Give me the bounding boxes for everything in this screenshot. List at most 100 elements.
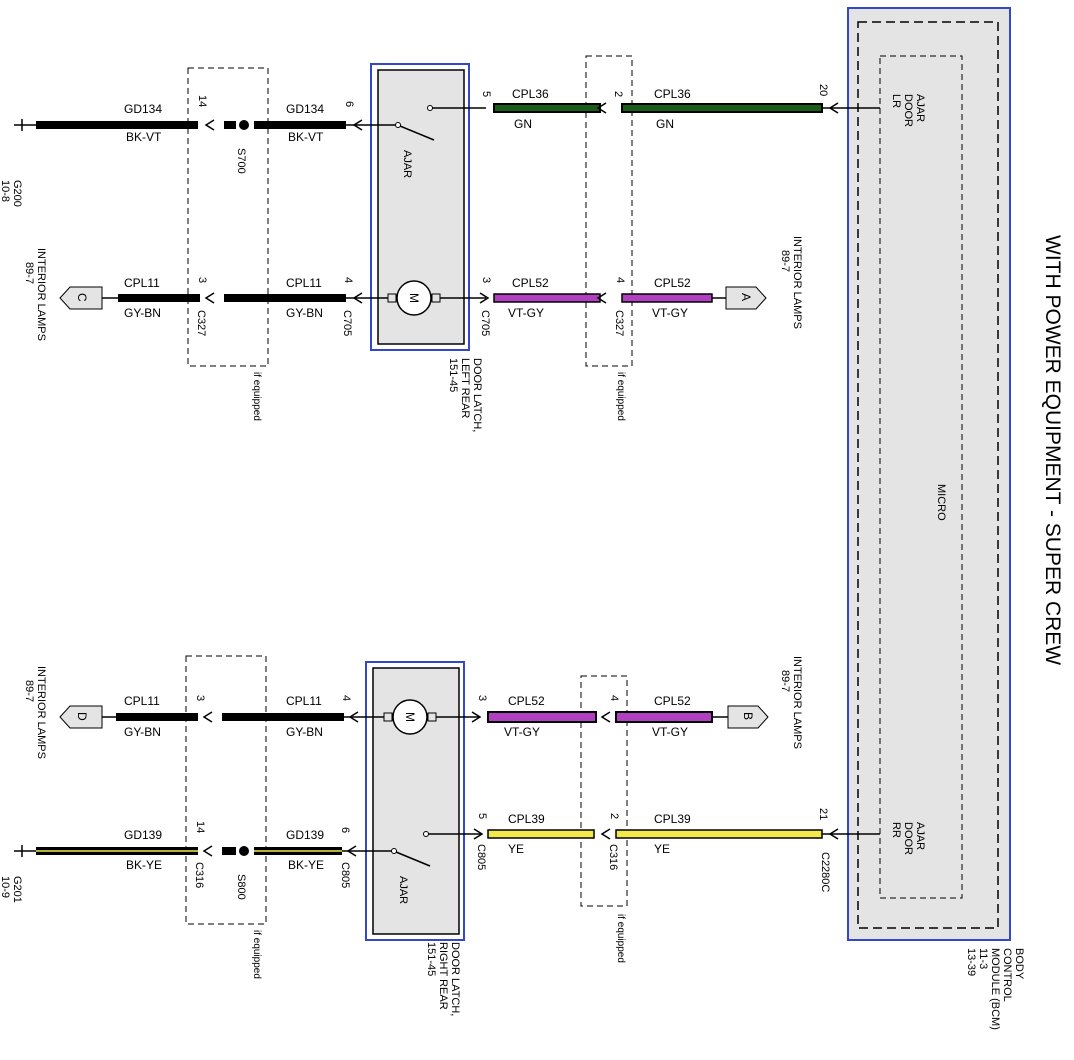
svg-text:10-9: 10-9 xyxy=(0,876,11,898)
rr-wire8-color: YE xyxy=(654,842,670,856)
right-rear-ajar-label: AJAR xyxy=(397,876,409,904)
rr-wire5-circuit: GD139 xyxy=(124,828,162,842)
lr-wire2-color: BK-VT xyxy=(288,130,324,144)
svg-text:89-7: 89-7 xyxy=(779,250,791,272)
svg-text:151-45: 151-45 xyxy=(425,942,437,976)
rr-ground-label: G201 10-9 xyxy=(0,876,23,903)
rr-wire4-color: VT-GY xyxy=(652,725,688,739)
rr-wire3-color: VT-GY xyxy=(504,725,540,739)
svg-text:89-7: 89-7 xyxy=(23,680,35,702)
right-rear-cpl39-circuit xyxy=(473,828,880,840)
rr-splice-label: S800 xyxy=(235,874,247,900)
lr-pin-6: 6 xyxy=(343,101,355,107)
svg-text:10-8: 10-8 xyxy=(0,180,11,202)
lr-c705-left: C705 xyxy=(341,310,353,336)
lr-wire4-circuit: CPL36 xyxy=(654,87,691,101)
lr-lamps-c-letter: C xyxy=(75,293,89,302)
bcm-micro-label: MICRO xyxy=(935,484,947,521)
svg-text:13-39: 13-39 xyxy=(965,948,977,976)
rr-lamps-d-letter: D xyxy=(75,712,89,721)
rr-c316-left: C316 xyxy=(193,862,205,888)
left-rear-motor-symbol: M xyxy=(407,293,421,303)
lr-wire2-circuit: GD134 xyxy=(286,102,324,116)
lr-wire8-color: VT-GY xyxy=(652,306,688,320)
rr-lamps-d-label: INTERIOR LAMPS 89-7 xyxy=(23,666,47,759)
svg-text:RR: RR xyxy=(890,822,902,838)
rr-wire3-circuit: CPL52 xyxy=(508,694,545,708)
rr-pin-4b: 4 xyxy=(608,695,620,701)
lr-if-equipped-left: if equipped xyxy=(251,372,262,421)
lr-lamps-a-label: INTERIOR LAMPS 89-7 xyxy=(779,236,803,329)
rr-wire4-circuit: CPL52 xyxy=(654,694,691,708)
lr-pin-14: 14 xyxy=(196,95,208,107)
svg-text:INTERIOR LAMPS: INTERIOR LAMPS xyxy=(791,236,803,329)
bcm-rr-door-ajar-label: RR DOOR AJAR xyxy=(890,822,926,855)
left-rear-latch: DOOR LATCH, LEFT REAR 151-45 AJAR M xyxy=(346,63,486,432)
lr-pin-2: 2 xyxy=(612,91,624,97)
lr-wire4-color: GN xyxy=(656,117,674,131)
svg-text:G200: G200 xyxy=(11,180,23,207)
rr-pin-4a: 4 xyxy=(340,695,352,701)
left-rear-motor: M xyxy=(346,280,486,316)
right-rear-ajar-switch: AJAR xyxy=(342,831,482,904)
lr-splice-label: S700 xyxy=(235,148,247,174)
rr-wire6-color: BK-YE xyxy=(288,858,324,872)
lr-lamps-a-letter: A xyxy=(739,293,753,301)
lr-pin-4b: 4 xyxy=(614,277,626,283)
right-rear-c316-box-left xyxy=(185,655,267,925)
bcm-connector-label: C2280C xyxy=(819,852,831,892)
svg-text:INTERIOR LAMPS: INTERIOR LAMPS xyxy=(35,248,47,341)
diagram-title: WITH POWER EQUIPMENT - SUPER CREW xyxy=(1041,235,1064,665)
left-rear-cpl36-circuit xyxy=(493,102,880,114)
svg-text:INTERIOR LAMPS: INTERIOR LAMPS xyxy=(35,666,47,759)
lr-wire7-circuit: CPL52 xyxy=(512,276,549,290)
lr-wire3-circuit: CPL36 xyxy=(512,87,549,101)
bcm-module: MICRO LR DOOR AJAR RR DOOR AJAR BODY CON… xyxy=(817,7,1025,1030)
right-rear-c316-box-right xyxy=(580,675,628,907)
svg-text:LEFT REAR: LEFT REAR xyxy=(459,358,471,418)
right-rear-cpl11-circuit xyxy=(59,705,359,729)
lr-pin-3a: 3 xyxy=(196,277,208,283)
rr-wire2-color: GY-BN xyxy=(286,725,323,739)
rr-pin-6: 6 xyxy=(339,827,351,833)
lr-wire6-color: GY-BN xyxy=(286,306,323,320)
left-rear-ajar-label: AJAR xyxy=(401,150,413,178)
left-rear-c327-box-right xyxy=(585,55,633,367)
rr-pin-3b: 3 xyxy=(476,695,488,701)
lr-wire1-circuit: GD134 xyxy=(124,102,162,116)
svg-text:DOOR: DOOR xyxy=(902,822,914,855)
lr-ground-label: G200 10-8 xyxy=(0,180,23,207)
lr-wire8-circuit: CPL52 xyxy=(654,276,691,290)
svg-text:G201: G201 xyxy=(11,876,23,903)
rr-pin-5: 5 xyxy=(476,813,488,819)
left-rear-ajar-switch: AJAR xyxy=(346,105,486,178)
rr-wire1-color: GY-BN xyxy=(124,725,161,739)
svg-text:151-45: 151-45 xyxy=(447,358,459,392)
lr-wire1-color: BK-VT xyxy=(126,130,162,144)
lr-c327-right: C327 xyxy=(613,310,625,336)
rr-c805-right: C805 xyxy=(475,844,487,870)
left-rear-latch-label: DOOR LATCH, LEFT REAR 151-45 xyxy=(447,358,483,432)
svg-text:AJAR: AJAR xyxy=(914,822,926,850)
lr-c327-left: C327 xyxy=(195,310,207,336)
svg-text:89-7: 89-7 xyxy=(779,670,791,692)
svg-text:DOOR LATCH,: DOOR LATCH, xyxy=(471,358,483,432)
rr-wire7-color: YE xyxy=(508,842,524,856)
right-rear-latch: DOOR LATCH, RIGHT REAR 151-45 M AJAR xyxy=(342,661,482,1016)
rr-c316-right: C316 xyxy=(607,844,619,870)
bcm-lr-door-ajar-label: LR DOOR AJAR xyxy=(890,94,926,127)
rr-wire5-color: BK-YE xyxy=(126,858,162,872)
rr-if-equipped-left: if equipped xyxy=(251,930,262,979)
rr-lamps-b-letter: B xyxy=(741,712,755,720)
svg-text:11-3: 11-3 xyxy=(977,948,989,969)
rr-c805-left: C805 xyxy=(339,862,351,888)
lr-if-equipped-right: if equipped xyxy=(615,372,626,421)
right-rear-cpl52-circuit xyxy=(471,705,769,729)
svg-text:DOOR: DOOR xyxy=(902,94,914,127)
rr-wire1-circuit: CPL11 xyxy=(124,694,160,708)
lr-pin-3b: 3 xyxy=(480,277,492,283)
right-rear-motor: M xyxy=(344,699,480,735)
svg-text:CONTROL: CONTROL xyxy=(1001,948,1013,1002)
rr-wire8-circuit: CPL39 xyxy=(654,812,691,826)
right-rear-motor-symbol: M xyxy=(403,712,417,722)
